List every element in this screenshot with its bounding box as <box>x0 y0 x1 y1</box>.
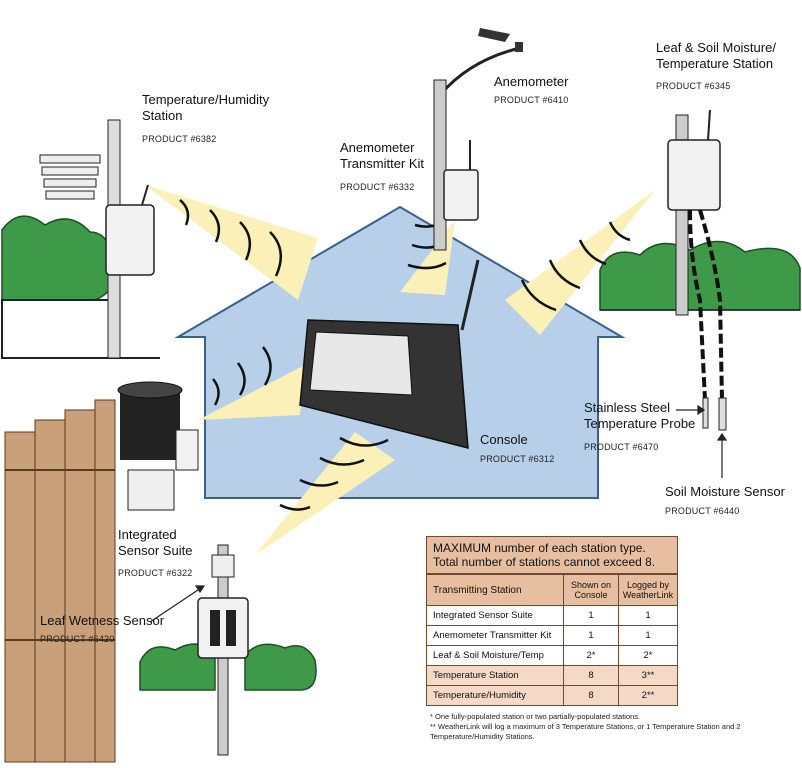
table-title: MAXIMUM number of each station type. Tot… <box>427 537 677 574</box>
product-anemometer-kit: PRODUCT #6332 <box>340 182 415 192</box>
label-soil-sensor: Soil Moisture Sensor <box>665 484 785 499</box>
table-cell: Integrated Sensor Suite <box>427 606 564 625</box>
station-limits-table: MAXIMUM number of each station type. Tot… <box>426 536 678 706</box>
table-cell: 1 <box>645 610 651 621</box>
footnote: ** WeatherLink will log a maximum of 3 T… <box>430 722 741 741</box>
table-cell: 8 <box>564 666 619 685</box>
table-cell: 3** <box>641 670 655 681</box>
radio-wave-arcs <box>179 199 631 511</box>
product-probe: PRODUCT #6470 <box>584 442 659 452</box>
console-art <box>299 259 480 449</box>
bush-bottom <box>139 643 317 691</box>
temp-humidity-station-art <box>39 119 155 359</box>
table-row: Anemometer Transmitter Kit 1 1 <box>427 625 677 645</box>
table-header: Shown on Console <box>564 575 619 605</box>
table-cell: Leaf & Soil Moisture/Temp <box>427 646 564 665</box>
table-cell: 2** <box>641 690 655 701</box>
footnote: * One fully-populated station or two par… <box>430 712 641 721</box>
table-cell: 8 <box>564 686 619 705</box>
table-row: Leaf & Soil Moisture/Temp 2* 2* <box>427 645 677 665</box>
label-console: Console <box>480 432 528 447</box>
table-cell: 1 <box>645 630 651 641</box>
table-row: Temperature Station 8 3** <box>427 665 677 685</box>
label-leaf-wetness: Leaf Wetness Sensor <box>40 613 165 628</box>
table-cell: Anemometer Transmitter Kit <box>427 626 564 645</box>
label-anemometer: Anemometer <box>494 74 569 89</box>
footnotes: * One fully-populated station or two par… <box>430 712 760 742</box>
iss-art <box>117 381 199 511</box>
product-console: PRODUCT #6312 <box>480 454 555 464</box>
table-row: Temperature/Humidity 8 2** <box>427 685 677 705</box>
product-leaf-wetness: PRODUCT #6420 <box>40 634 115 644</box>
table-cell: 2* <box>643 650 653 661</box>
label-temp-humidity: Temperature/Humidity Station <box>142 92 270 123</box>
table-row: Integrated Sensor Suite 1 1 <box>427 605 677 625</box>
table-header: Transmitting Station <box>427 575 564 605</box>
label-probe: Stainless Steel Temperature Probe <box>584 400 696 431</box>
table-header-row: Transmitting Station Shown on Console Lo… <box>427 574 677 605</box>
label-iss: Integrated Sensor Suite <box>118 527 193 558</box>
wooden-fence <box>4 399 116 763</box>
table-cell: 1 <box>564 626 619 645</box>
product-temp-humidity: PRODUCT #6382 <box>142 134 217 144</box>
product-soil-sensor: PRODUCT #6440 <box>665 506 740 516</box>
product-anemometer: PRODUCT #6410 <box>494 95 569 105</box>
leaf-soil-station-art <box>667 109 727 431</box>
anemometer-art <box>433 28 523 251</box>
product-leaf-soil: PRODUCT #6345 <box>656 81 731 91</box>
label-anemometer-kit: Anemometer Transmitter Kit <box>340 140 425 171</box>
table-cell: 2* <box>564 646 619 665</box>
table-header: Logged by WeatherLink <box>622 580 674 600</box>
label-leaf-soil: Leaf & Soil Moisture/ Temperature Statio… <box>656 40 776 71</box>
leaf-wetness-art <box>197 544 249 756</box>
product-iss: PRODUCT #6322 <box>118 568 193 578</box>
probe-arrows <box>149 404 728 623</box>
table-cell: 1 <box>564 606 619 625</box>
table-cell: Temperature/Humidity <box>427 686 564 705</box>
table-cell: Temperature Station <box>427 666 564 685</box>
